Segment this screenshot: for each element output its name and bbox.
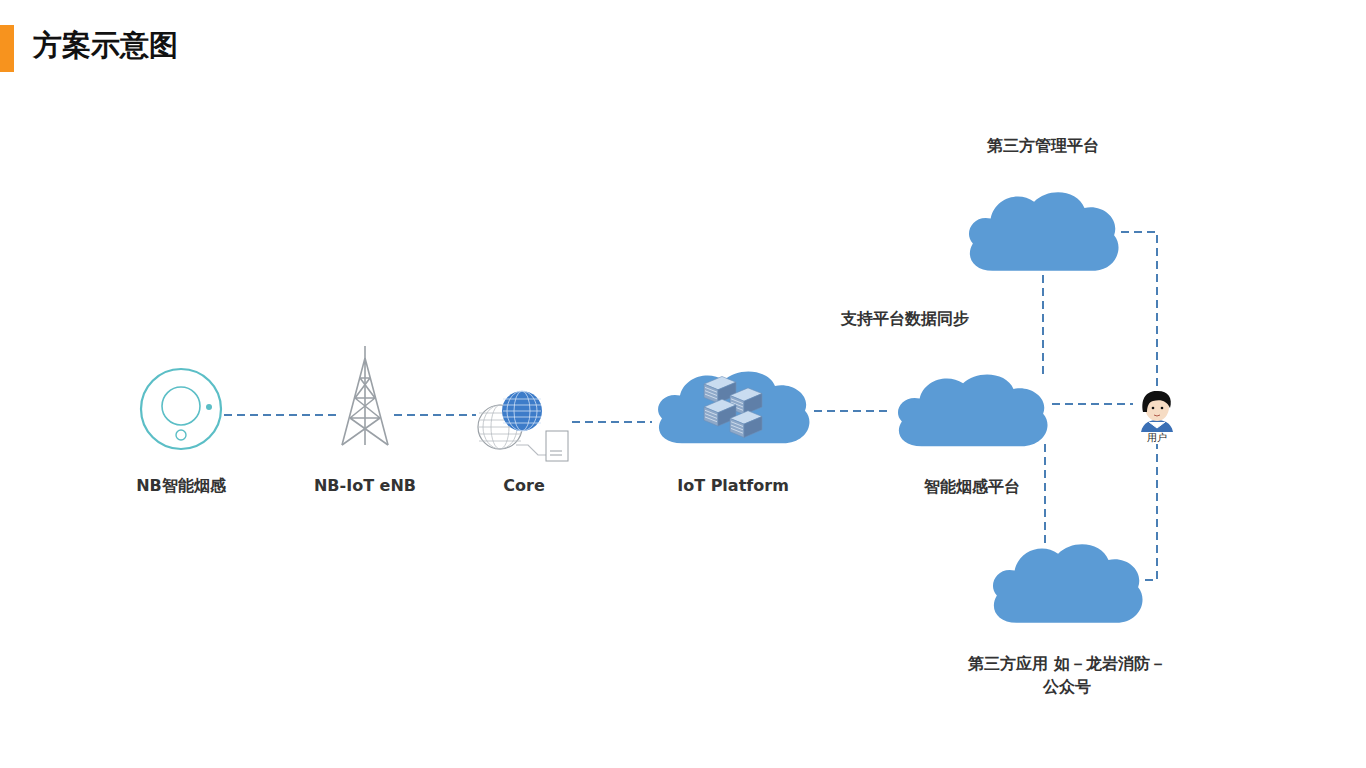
- node-icon: [892, 368, 1052, 450]
- icon-part: [546, 431, 568, 461]
- icon-part: [1149, 422, 1165, 428]
- icon-part: [342, 346, 388, 445]
- icon-part: [206, 404, 212, 410]
- icon-part: [705, 417, 717, 422]
- icon-part: [1141, 420, 1173, 432]
- node-label: NB智能烟感: [136, 474, 226, 497]
- node-icon: [138, 366, 224, 452]
- third-party-app-cloud: 第三方应用 如－龙岩消防－公众号: [987, 537, 1147, 627]
- icon-part: [503, 423, 541, 424]
- icon-part: [550, 451, 562, 452]
- node-label: 用户: [1147, 432, 1167, 444]
- smoke-platform-cloud: 智能烟感平台: [892, 368, 1052, 450]
- edge-label: 支持平台数据同步: [838, 308, 972, 330]
- icon-part: [1161, 407, 1164, 410]
- icon-part: [1152, 407, 1155, 410]
- node-label: Core: [503, 474, 544, 497]
- node-label: IoT Platform: [677, 474, 789, 497]
- node-icon: [652, 365, 814, 447]
- node-label: NB-IoT eNB: [314, 474, 416, 497]
- icon-part: [516, 445, 548, 455]
- icon-part: [479, 441, 521, 442]
- server-rack: [704, 376, 762, 437]
- icon-part: [744, 416, 762, 437]
- node-label: 智能烟感平台: [924, 475, 1020, 498]
- core-network: Core: [476, 385, 572, 465]
- node-icon: [336, 346, 394, 446]
- base-station: NB-IoT eNB: [336, 346, 394, 446]
- cloud-shape: [898, 374, 1048, 446]
- icon-part: [503, 399, 541, 400]
- dashed-connector: [1044, 444, 1046, 543]
- icon-part: [503, 405, 541, 406]
- page-title: 方案示意图: [33, 28, 178, 63]
- dashed-connector: [394, 414, 476, 416]
- dashed-connector: [1042, 271, 1044, 374]
- icon-part: [730, 418, 744, 437]
- icon-part: [514, 391, 530, 431]
- dashed-connector: [1052, 403, 1133, 405]
- icon-part: [502, 391, 542, 431]
- user-icon: 用户: [1133, 388, 1181, 444]
- smoke-detector: NB智能烟感: [138, 366, 224, 452]
- dashed-connector: [814, 410, 892, 412]
- node-icon: [476, 385, 572, 465]
- icon-part: [704, 407, 718, 426]
- icon-part: [507, 391, 537, 431]
- icon-part: [1142, 391, 1170, 412]
- third-party-cloud: 第三方管理平台: [963, 185, 1123, 275]
- icon-part: [162, 387, 200, 425]
- dashed-connector: [1121, 232, 1157, 388]
- cloud-shape: [993, 544, 1143, 623]
- node-label: 第三方应用 如－龙岩消防－公众号: [965, 652, 1170, 698]
- icon-part: [176, 430, 186, 440]
- tower-stroke: [342, 358, 388, 445]
- iot-platform-cloud: IoT Platform: [652, 365, 814, 447]
- icon-part: [705, 394, 717, 399]
- title-bar: [0, 25, 14, 72]
- node-icon: [987, 537, 1147, 627]
- icon-part: [503, 411, 541, 412]
- icon-part: [141, 369, 221, 449]
- node-label: 第三方管理平台: [987, 134, 1099, 157]
- icon-part: [502, 391, 542, 431]
- dashed-connector: [1145, 444, 1157, 580]
- icon-part: [550, 455, 562, 456]
- cloud-shape: [969, 192, 1119, 271]
- dashed-connector: [572, 421, 652, 423]
- icon-part: [704, 384, 718, 403]
- dashed-connector: [224, 414, 336, 416]
- icon-part: [731, 428, 743, 433]
- node-icon: [963, 185, 1123, 275]
- icon-part: [503, 417, 541, 418]
- icon-part: [1154, 415, 1160, 416]
- icon-part: [479, 434, 521, 435]
- node-icon: [1135, 388, 1179, 432]
- cloud-shape: [658, 371, 809, 443]
- tower-stroke: [342, 378, 388, 445]
